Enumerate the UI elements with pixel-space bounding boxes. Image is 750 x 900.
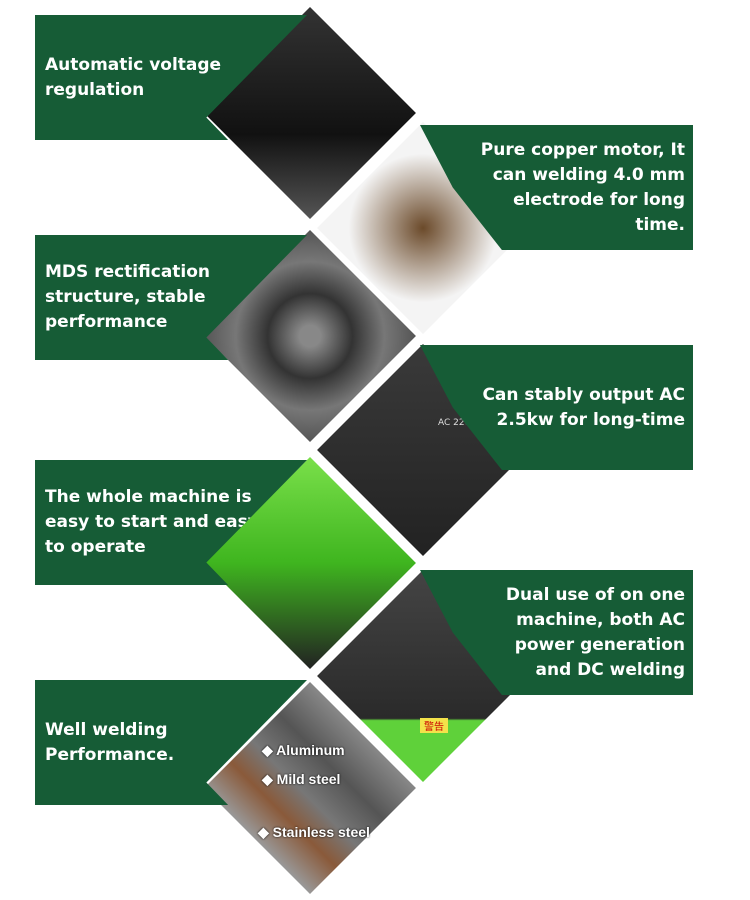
feature-text: Automatic voltage regulation [45,54,222,100]
feature-text: Can stably output AC 2.5kw for long-time [482,384,685,430]
weld-label-mild-steel: ◆ Mild steel [262,771,341,787]
feature-banner-ac-output: Can stably output AC 2.5kw for long-time [420,345,693,470]
ac-label: AC 220V [438,418,477,428]
feature-text: MDS rectification structure, stable perf… [45,262,211,332]
warning-label: 警告 [420,718,448,733]
feature-banner-motor: Pure copper motor, It can welding 4.0 mm… [420,125,693,250]
feature-text: Well welding Performance. [45,719,175,765]
feature-text: Dual use of on one machine, both AC powe… [505,584,685,680]
feature-text: The whole machine is easy to start and e… [45,487,259,557]
weld-label-stainless: ◆ Stainless steel [258,824,370,840]
weld-label-aluminum: ◆ Aluminum [262,742,345,758]
feature-text: Pure copper motor, It can welding 4.0 mm… [480,139,685,235]
